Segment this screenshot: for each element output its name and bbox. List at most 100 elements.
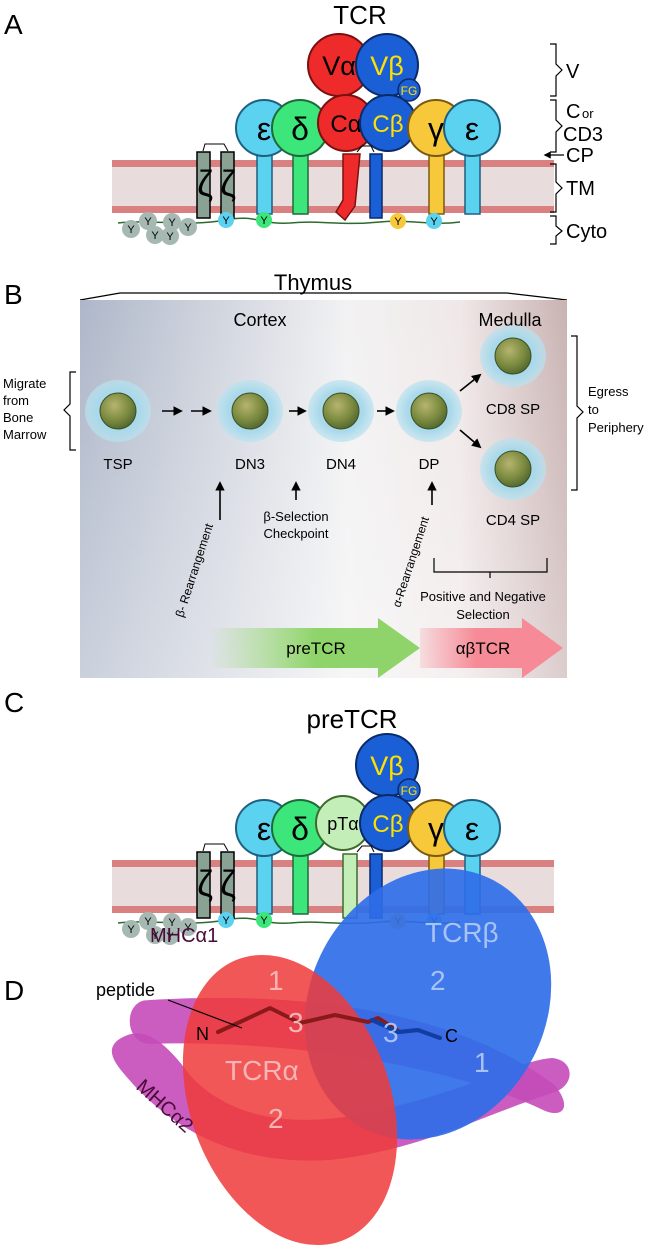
egress-line-3: Periphery — [588, 420, 644, 435]
peptide-c-segment — [370, 1018, 442, 1040]
pretcr-arrow: preTCR — [210, 618, 420, 678]
delta-label: δ — [291, 111, 309, 147]
beta-selection-line-1: β-Selection — [263, 509, 328, 524]
egress-line-2: to — [588, 402, 599, 417]
zeta-label-1: ζ — [197, 863, 213, 904]
c-beta-label: Cβ — [372, 111, 403, 138]
cell-cd4sp: CD4 SP — [480, 438, 546, 529]
tcr-beta-chain-a: Vβ Cβ FG — [355, 33, 421, 219]
domain-cp-label: CP — [566, 145, 594, 167]
peptide-pointer — [167, 999, 243, 1029]
itam-y: Y — [144, 916, 152, 928]
epsilon-label: ε — [465, 811, 479, 847]
egress-line-1: Egress — [588, 384, 629, 399]
stage-tsp-label: TSP — [103, 456, 132, 473]
cdr2-beta-number: 2 — [430, 965, 446, 996]
migrate-line-2: from — [3, 393, 29, 408]
tcr-alpha-footprint — [182, 954, 398, 1246]
zeta-dimer-a: ζ ζ — [196, 143, 236, 219]
pta-label: pTα — [327, 814, 358, 834]
epsilon-label: ε — [257, 111, 271, 147]
itam-y: Y — [394, 216, 402, 228]
itam-y: Y — [168, 217, 176, 229]
panel-a-title: TCR — [333, 0, 386, 30]
pretcr-arrow-label: preTCR — [286, 639, 346, 658]
cell-dn3: DN3 — [217, 380, 283, 473]
zeta-dimer-c: ζ ζ — [196, 843, 236, 919]
stage-cd4-label: CD4 SP — [486, 512, 540, 529]
fg-loop-label: FG — [401, 784, 418, 798]
thymus-title: Thymus — [274, 270, 352, 295]
itam-y: Y — [168, 917, 176, 929]
cd3-delta-a: δ Y — [256, 99, 329, 228]
itam-y: Y — [184, 922, 192, 934]
cd3-delta-c: δ Y — [256, 799, 329, 928]
medulla-label: Medulla — [478, 310, 542, 330]
abtcr-arrow: αβTCR — [420, 618, 563, 678]
disulfide-bond-c — [356, 845, 375, 853]
stage-cd8-label: CD8 SP — [486, 401, 540, 418]
itam-y: Y — [260, 915, 268, 927]
peptide-label: peptide — [96, 980, 155, 1000]
itam-y: Y — [166, 931, 174, 943]
panel-d: D peptide N C MHCα1 MHCα2 TCRβ TCRα 1 3 … — [4, 868, 570, 1246]
abtcr-arrow-label: αβTCR — [456, 639, 511, 658]
migrate-line-4: Marrow — [3, 427, 47, 442]
panel-a-letter: A — [4, 9, 23, 40]
cdr1-beta-number: 1 — [474, 1047, 490, 1078]
panel-d-letter: D — [4, 975, 24, 1006]
cell-dn4: DN4 — [308, 380, 374, 473]
itam-y: Y — [430, 216, 438, 228]
domain-cd3-label: CD3 — [563, 124, 603, 146]
domain-tm-label: TM — [566, 178, 595, 200]
cell-tsp: TSP — [85, 380, 151, 473]
beta-selection-line-2: Checkpoint — [263, 526, 328, 541]
itam-y: Y — [222, 915, 230, 927]
cdr3-alpha-number: 3 — [288, 1007, 304, 1038]
domain-or-label: or — [582, 106, 594, 121]
thymus-bracket — [79, 292, 568, 301]
zeta-itams-c: Y Y Y Y Y Y — [122, 912, 197, 945]
tcr-beta-label: TCRβ — [425, 917, 499, 948]
domain-c-label: C — [566, 101, 580, 123]
v-alpha-label: Vα — [322, 51, 356, 81]
zeta-label-2: ζ — [220, 863, 236, 904]
itam-y: Y — [127, 224, 135, 236]
itam-y: Y — [151, 930, 159, 942]
cdr1-alpha-number: 1 — [268, 965, 284, 996]
cdr2-alpha-number: 2 — [268, 1103, 284, 1134]
stage-dn4-label: DN4 — [326, 456, 356, 473]
cell-cd8sp: CD8 SP — [480, 325, 546, 418]
domain-annotations-a: V C or CD3 CP TM Cyto — [543, 43, 607, 245]
zeta-itams-a: Y Y Y Y Y Y — [122, 212, 197, 245]
stage-dp-label: DP — [419, 456, 440, 473]
stage-dn3-label: DN3 — [235, 456, 265, 473]
cd3-epsilon-right-a: ε Y — [426, 99, 501, 229]
panel-c-title: preTCR — [306, 704, 397, 734]
n-terminus-label: N — [196, 1024, 209, 1044]
epsilon-label: ε — [465, 111, 479, 147]
membrane-a — [112, 160, 554, 213]
migrate-line-1: Migrate — [3, 376, 46, 391]
domain-cyto-label: Cyto — [566, 221, 607, 243]
cell-dp: DP — [396, 380, 462, 473]
zeta-label-1: ζ — [197, 163, 213, 204]
itam-y: Y — [260, 215, 268, 227]
progression-arrows — [162, 373, 482, 520]
domain-v-label: V — [566, 61, 580, 83]
v-beta-label: Vβ — [370, 51, 404, 81]
v-beta-label: Vβ — [370, 751, 404, 781]
itam-y: Y — [127, 924, 135, 936]
migrate-line-3: Bone — [3, 410, 33, 425]
c-beta-label: Cβ — [372, 811, 403, 838]
delta-label: δ — [291, 811, 309, 847]
mhc-alpha1-label: MHCα1 — [150, 925, 218, 947]
itam-y: Y — [144, 216, 152, 228]
migrate-annotation: Migrate from Bone Marrow — [3, 371, 76, 451]
c-alpha-label: Cα — [330, 111, 361, 138]
gamma-label: γ — [428, 811, 444, 847]
gamma-label: γ — [428, 111, 444, 147]
cdr3-beta-number: 3 — [383, 1017, 399, 1048]
egress-annotation: Egress to Periphery — [571, 335, 644, 491]
